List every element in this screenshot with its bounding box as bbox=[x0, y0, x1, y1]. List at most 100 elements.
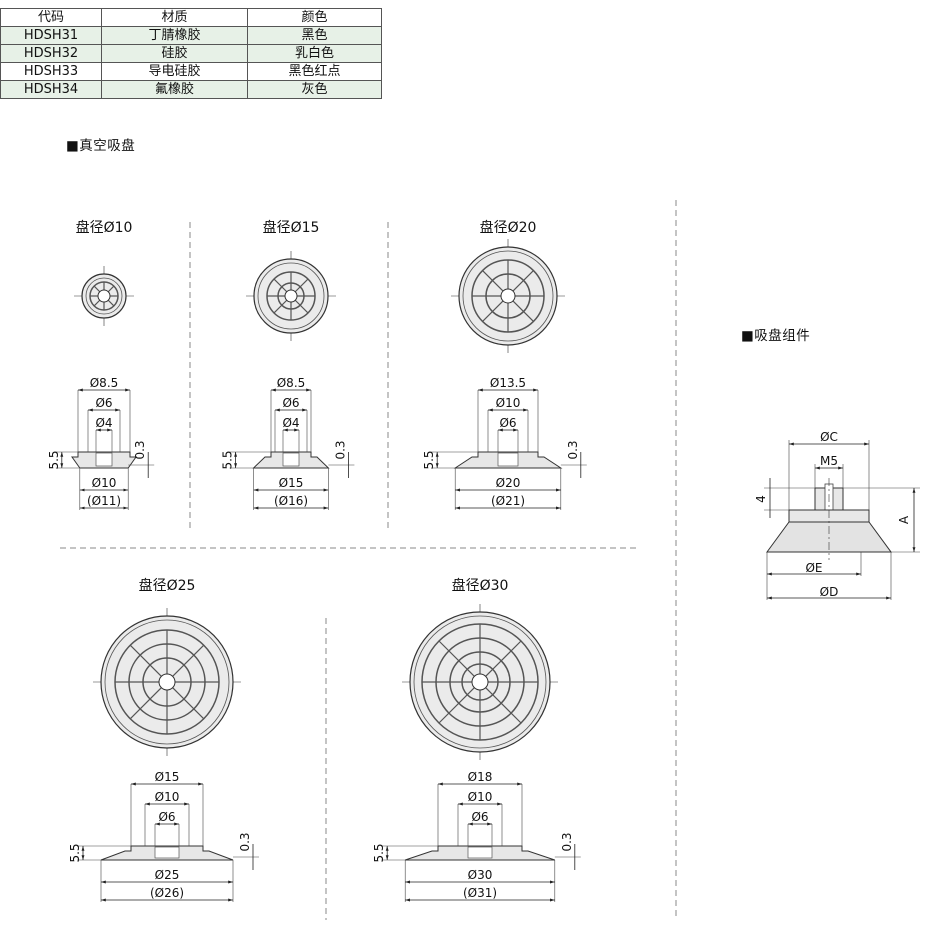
dim-od-alt-label: (Ø16) bbox=[274, 494, 308, 508]
dim-d2-label: Ø6 bbox=[95, 396, 112, 410]
dim-d1-label: Ø18 bbox=[468, 770, 493, 784]
cup-inner-rim bbox=[257, 262, 325, 330]
cup-bore bbox=[282, 452, 300, 467]
cup-spoke bbox=[129, 687, 162, 720]
dim-lip-label: 0.3 bbox=[566, 440, 580, 459]
dim-c-label: ØC bbox=[820, 430, 838, 444]
header-color: 颜色 bbox=[247, 8, 382, 27]
dim-h-label: 4 bbox=[754, 495, 768, 503]
cup-hub bbox=[500, 288, 516, 304]
dim-lip-label: 0.3 bbox=[333, 440, 347, 459]
dim-a-label: A bbox=[897, 515, 911, 524]
cell-material: 氟橡胶 bbox=[101, 80, 248, 99]
cup-hub bbox=[284, 289, 298, 303]
cell-material: 导电硅胶 bbox=[101, 62, 248, 81]
cup-spoke bbox=[129, 644, 162, 677]
cup-spoke bbox=[294, 299, 309, 314]
dim-m-label: M5 bbox=[820, 454, 838, 468]
cup-bore bbox=[95, 452, 113, 467]
dim-od-label: Ø20 bbox=[496, 476, 521, 490]
cup-spoke bbox=[485, 687, 522, 724]
cup-inner-rim bbox=[413, 615, 547, 749]
cup-spoke bbox=[93, 299, 101, 307]
dim-d3-label: Ø6 bbox=[471, 810, 488, 824]
cell-color: 黑色 bbox=[247, 26, 382, 45]
dim-od-alt-label: (Ø11) bbox=[87, 494, 121, 508]
cup-title: 盘径Ø25 bbox=[139, 577, 196, 594]
dim-od-label: Ø25 bbox=[155, 868, 180, 882]
cup-spoke bbox=[438, 640, 475, 677]
table-row: HDSH31 丁腈橡胶 黑色 bbox=[0, 26, 382, 45]
dim-od-label: Ø10 bbox=[92, 476, 117, 490]
cup-inner-rim bbox=[462, 250, 554, 342]
dim-d2-label: Ø10 bbox=[155, 790, 180, 804]
cup-title: 盘径Ø15 bbox=[263, 219, 320, 236]
section-heading-vacuum-cup: ■真空吸盘 bbox=[66, 138, 136, 154]
cup-spoke bbox=[107, 299, 115, 307]
cup-spoke bbox=[438, 687, 475, 724]
header-code: 代码 bbox=[0, 8, 102, 27]
dim-height-label: 5.5 bbox=[221, 450, 235, 469]
cup-spoke bbox=[485, 640, 522, 677]
dim-d1-label: Ø13.5 bbox=[490, 376, 526, 390]
cell-code: HDSH34 bbox=[0, 80, 102, 99]
dim-d2-label: Ø10 bbox=[468, 790, 493, 804]
cell-color: 灰色 bbox=[247, 80, 382, 99]
table-header-row: 代码 材质 颜色 bbox=[0, 8, 382, 27]
cup-bore bbox=[467, 846, 493, 859]
cup-bore bbox=[497, 452, 519, 467]
cup-title: 盘径Ø30 bbox=[452, 577, 509, 594]
cup-inner-rim bbox=[85, 277, 123, 315]
cell-code: HDSH32 bbox=[0, 44, 102, 63]
section-heading-cup-assembly: ■吸盘组件 bbox=[741, 328, 811, 344]
dim-d2-label: Ø6 bbox=[282, 396, 299, 410]
dim-d3-label: Ø4 bbox=[282, 416, 299, 430]
cup-spoke bbox=[273, 278, 288, 293]
cup-title: 盘径Ø20 bbox=[480, 219, 537, 236]
cup-spoke bbox=[172, 644, 205, 677]
dim-od-alt-label: (Ø31) bbox=[463, 886, 497, 900]
cup-spoke bbox=[512, 270, 534, 292]
cup-hub bbox=[97, 289, 111, 303]
cup-spoke bbox=[107, 285, 115, 293]
dim-lip-label: 0.3 bbox=[238, 832, 252, 851]
dim-height-label: 5.5 bbox=[47, 450, 61, 469]
cup-hub bbox=[471, 673, 489, 691]
dim-od-label: Ø15 bbox=[279, 476, 304, 490]
dim-od-label: Ø30 bbox=[468, 868, 493, 882]
cup-spoke bbox=[482, 300, 504, 322]
dim-lip-label: 0.3 bbox=[560, 832, 574, 851]
dim-d2-label: Ø10 bbox=[496, 396, 521, 410]
dim-lip-label: 0.3 bbox=[133, 440, 147, 459]
dim-d1-label: Ø15 bbox=[155, 770, 180, 784]
dim-od-alt-label: (Ø26) bbox=[150, 886, 184, 900]
dim-d1-label: Ø8.5 bbox=[277, 376, 306, 390]
dim-od-alt-label: (Ø21) bbox=[491, 494, 525, 508]
table-row: HDSH33 导电硅胶 黑色红点 bbox=[0, 62, 382, 81]
material-table: 代码 材质 颜色 HDSH31 丁腈橡胶 黑色 HDSH32 硅胶 乳白色 HD… bbox=[0, 8, 382, 99]
cup-spoke bbox=[93, 285, 101, 293]
dim-d3-label: Ø6 bbox=[499, 416, 516, 430]
header-material: 材质 bbox=[101, 8, 248, 27]
dim-height-label: 5.5 bbox=[68, 843, 82, 862]
cup-spoke bbox=[482, 270, 504, 292]
cup-spoke bbox=[512, 300, 534, 322]
cup-spoke bbox=[273, 299, 288, 314]
cup-hub bbox=[158, 673, 176, 691]
dim-height-label: 5.5 bbox=[422, 450, 436, 469]
cup-bore bbox=[154, 846, 180, 859]
dim-height-label: 5.5 bbox=[372, 843, 386, 862]
cup-inner-rim bbox=[104, 619, 230, 745]
dim-e-label: ØE bbox=[805, 561, 822, 575]
dim-d-label: ØD bbox=[820, 585, 839, 599]
table-row: HDSH34 氟橡胶 灰色 bbox=[0, 80, 382, 99]
cell-material: 丁腈橡胶 bbox=[101, 26, 248, 45]
cup-title: 盘径Ø10 bbox=[76, 219, 133, 236]
dim-d3-label: Ø6 bbox=[158, 810, 175, 824]
